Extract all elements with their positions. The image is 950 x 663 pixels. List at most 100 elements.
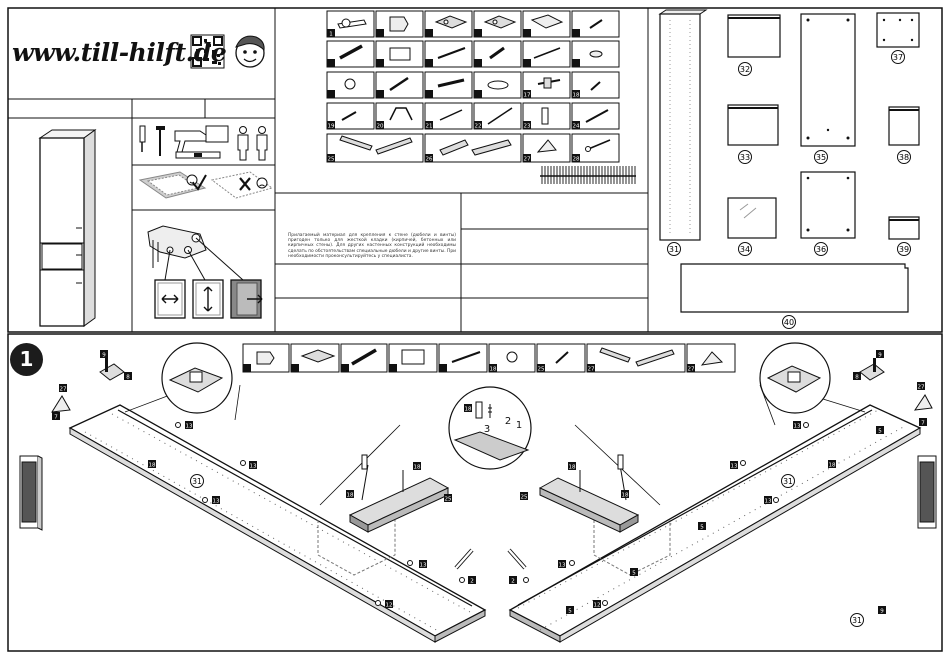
- nail-strip-icon: [540, 166, 636, 184]
- panel-label: 36: [816, 245, 826, 254]
- hardware-cell: [522, 10, 571, 38]
- hardware-cell: 22: [473, 102, 522, 130]
- panel-label: 37: [893, 53, 903, 62]
- wall-mounting-warning: Прилагаемый материал для крепления к сте…: [288, 233, 456, 259]
- svg-text:25: 25: [521, 495, 528, 501]
- mascot-face-icon: [235, 35, 265, 68]
- strip-cell: [340, 343, 388, 373]
- svg-text:13: 13: [250, 464, 257, 470]
- panel-39: [888, 216, 920, 240]
- svg-text:2: 2: [511, 579, 515, 585]
- panel-34: [727, 197, 777, 239]
- svg-text:8: 8: [855, 375, 859, 381]
- guide-lines: [317, 520, 396, 576]
- callout-line: [234, 384, 241, 421]
- svg-text:25: 25: [445, 497, 452, 503]
- top-frame: [7, 7, 943, 333]
- panel-37: [876, 12, 920, 48]
- strip-cell: [290, 343, 340, 373]
- hardware-cell: 21: [424, 102, 473, 130]
- hardware-cell: 28: [571, 133, 620, 163]
- step-panel-labels: 31 31 31: [190, 474, 864, 627]
- panel-label: 32: [740, 65, 750, 74]
- svg-text:12: 12: [594, 603, 601, 609]
- wedge-right: [913, 394, 933, 411]
- svg-text:27: 27: [588, 367, 595, 373]
- hardware-cell: 1: [326, 10, 375, 38]
- panel-33: [727, 104, 779, 146]
- svg-text:18: 18: [569, 465, 576, 471]
- hardware-cell: 24: [571, 102, 620, 130]
- svg-text:18: 18: [490, 367, 497, 373]
- panel-40: [680, 263, 909, 313]
- hardware-cell: [326, 40, 375, 68]
- hardware-cell: [375, 71, 424, 99]
- svg-text:31: 31: [192, 477, 202, 486]
- svg-text:18: 18: [622, 493, 629, 499]
- svg-text:9: 9: [102, 353, 106, 359]
- surface-icons: [138, 171, 274, 199]
- hardware-cell: [424, 10, 473, 38]
- svg-text:27: 27: [60, 387, 67, 393]
- panel-label: 38: [899, 153, 909, 162]
- website-logo[interactable]: www.till-hilft.de: [12, 38, 227, 67]
- panel-label: 40: [784, 318, 794, 327]
- tools-icon: [139, 125, 229, 159]
- dowel-icon: [454, 548, 474, 570]
- panel-36: [800, 171, 856, 239]
- dowel-icon: [507, 548, 527, 570]
- svg-text:13: 13: [559, 563, 566, 569]
- panel-label: 34: [740, 245, 750, 254]
- svg-text:18: 18: [149, 463, 156, 469]
- hardware-cell: [375, 10, 424, 38]
- svg-text:23: 23: [524, 124, 531, 130]
- left-side-panel: [68, 404, 487, 643]
- hardware-cell: 23: [522, 102, 571, 130]
- svg-text:2: 2: [470, 579, 474, 585]
- svg-text:20: 20: [377, 124, 384, 130]
- hinge-adjustment-diagram: [147, 225, 263, 319]
- svg-text:18: 18: [829, 463, 836, 469]
- svg-text:13: 13: [420, 563, 427, 569]
- svg-text:9: 9: [880, 609, 884, 615]
- panel-32: [727, 14, 781, 58]
- svg-text:27: 27: [688, 367, 695, 373]
- screw-icons: [175, 422, 809, 606]
- detail-number: 3: [484, 424, 490, 435]
- svg-text:31: 31: [783, 477, 793, 486]
- hardware-cell: 25: [326, 133, 424, 163]
- cabinet-thumbnail-right: [917, 455, 937, 529]
- panel-35: [800, 13, 856, 147]
- svg-text:17: 17: [524, 93, 531, 99]
- hardware-cell: [473, 10, 522, 38]
- svg-text:13: 13: [731, 464, 738, 470]
- hardware-cell: [473, 71, 522, 99]
- svg-text:18: 18: [573, 93, 580, 99]
- right-side-panel: [508, 404, 922, 643]
- detail-circle-left: [161, 342, 233, 414]
- hardware-cell: [424, 71, 473, 99]
- strip-cell: 27: [586, 343, 686, 373]
- svg-text:13: 13: [794, 424, 801, 430]
- detail-circle-center: 18 3 2 1: [319, 386, 661, 506]
- svg-text:13: 13: [213, 499, 220, 505]
- svg-text:27: 27: [918, 385, 925, 391]
- panel-label: 31: [669, 245, 679, 254]
- hardware-cell: [571, 40, 620, 68]
- panel-31: [658, 9, 708, 241]
- svg-text:21: 21: [426, 124, 433, 130]
- svg-text:5: 5: [878, 429, 882, 435]
- step-frame: [7, 333, 943, 652]
- two-persons-icon: [237, 126, 268, 161]
- panel-label: 33: [740, 153, 750, 162]
- step-number-badge: 1: [10, 343, 43, 376]
- step-hardware-strip: 18 25 27 27: [242, 343, 736, 373]
- hardware-cell: [375, 40, 424, 68]
- svg-text:25: 25: [328, 157, 335, 163]
- svg-text:1: 1: [329, 32, 333, 38]
- strip-cell: 27: [686, 343, 736, 373]
- svg-text:27: 27: [524, 157, 531, 163]
- svg-text:13: 13: [186, 424, 193, 430]
- hardware-cell: 26: [424, 133, 522, 163]
